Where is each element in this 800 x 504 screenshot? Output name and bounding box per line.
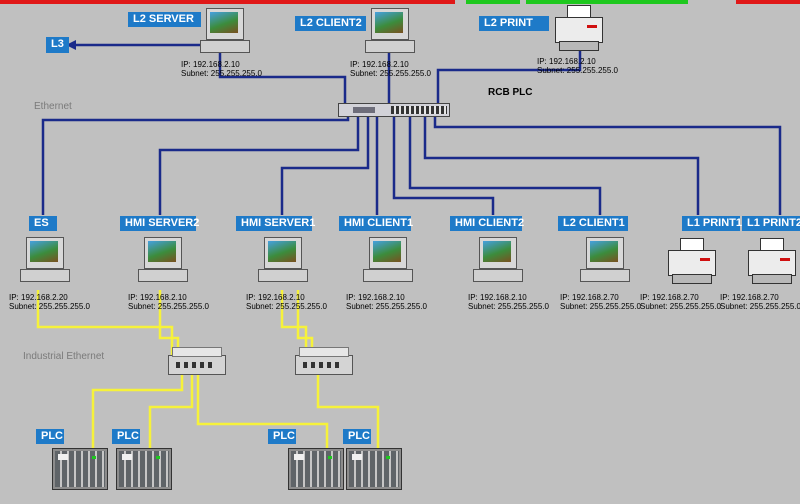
status-bar-green-2 (526, 0, 688, 4)
status-bar-red-right (736, 0, 800, 4)
plc-rack-icon[interactable] (346, 448, 402, 490)
industrial-switch[interactable] (295, 347, 353, 375)
l2-client1-ip: IP: 192.168.2.70 (560, 293, 619, 302)
hmi-server2-ip: IP: 192.168.2.10 (128, 293, 187, 302)
l2-print-label[interactable]: L2 PRINT (479, 16, 549, 31)
computer-icon[interactable] (258, 237, 308, 282)
network-switch[interactable] (338, 103, 450, 117)
industrial-ethernet-wires (36, 290, 380, 450)
status-bar-red (0, 0, 455, 4)
hmi-server1-label[interactable]: HMI SERVER1 (236, 216, 315, 231)
es-label[interactable]: ES (29, 216, 57, 231)
hmi-server2-subnet: Subnet: 255.255.255.0 (128, 302, 209, 311)
hmi-server1-subnet: Subnet: 255.255.255.0 (246, 302, 327, 311)
computer-icon[interactable] (363, 237, 413, 282)
printer-icon[interactable] (748, 238, 796, 284)
l2-client1-label[interactable]: L2 CLIENT1 (558, 216, 628, 231)
computer-screen (210, 12, 238, 33)
l2-server-label[interactable]: L2 SERVER (128, 12, 201, 27)
plc-label[interactable]: PLC (268, 429, 296, 444)
plc-label[interactable]: PLC (36, 429, 64, 444)
l2-server-subnet: Subnet: 255.255.255.0 (181, 69, 262, 78)
computer-screen (590, 241, 618, 262)
l2-print-subnet: Subnet: 255.255.255.0 (537, 66, 618, 75)
l1-print1-subnet: Subnet: 255.255.255.0 (640, 302, 721, 311)
switch-title: RCB PLC (488, 87, 533, 98)
l1-print1-label[interactable]: L1 PRINT1 (682, 216, 742, 231)
l2-print-ip: IP: 192.168.2.10 (537, 57, 596, 66)
hmi-client2-label[interactable]: HMI CLIENT2 (450, 216, 524, 231)
computer-icon[interactable] (200, 8, 250, 53)
l1-print2-label[interactable]: L1 PRINT2 (742, 216, 800, 231)
hmi-client1-subnet: Subnet: 255.255.255.0 (346, 302, 427, 311)
computer-icon[interactable] (580, 237, 630, 282)
hmi-server2-label[interactable]: HMI SERVER2 (120, 216, 199, 231)
industrial-switch[interactable] (168, 347, 226, 375)
l2-client2-ip: IP: 192.168.2.10 (350, 60, 409, 69)
hmi-client2-subnet: Subnet: 255.255.255.0 (468, 302, 549, 311)
switch-ports-icon (391, 106, 447, 114)
computer-screen (375, 12, 403, 33)
computer-screen (373, 241, 401, 262)
l1-print2-ip: IP: 192.168.2.70 (720, 293, 779, 302)
plc-rack-icon[interactable] (52, 448, 108, 490)
hmi-server1-ip: IP: 192.168.2.10 (246, 293, 305, 302)
computer-icon[interactable] (20, 237, 70, 282)
es-subnet: Subnet: 255.255.255.0 (9, 302, 90, 311)
computer-icon[interactable] (138, 237, 188, 282)
computer-screen (148, 241, 176, 262)
l3-label[interactable]: L3 (46, 37, 69, 53)
plc-rack-icon[interactable] (288, 448, 344, 490)
hmi-client1-ip: IP: 192.168.2.10 (346, 293, 405, 302)
es-ip: IP: 192.168.2.20 (9, 293, 68, 302)
l1-print2-subnet: Subnet: 255.255.255.0 (720, 302, 800, 311)
computer-screen (268, 241, 296, 262)
computer-screen (483, 241, 511, 262)
switch-port-leds (176, 362, 216, 368)
plc-label[interactable]: PLC (343, 429, 371, 444)
ethernet-section-label: Ethernet (34, 101, 72, 112)
plc-rack-icon[interactable] (116, 448, 172, 490)
computer-icon[interactable] (473, 237, 523, 282)
l2-client2-label[interactable]: L2 CLIENT2 (295, 16, 366, 31)
l2-client2-subnet: Subnet: 255.255.255.0 (350, 69, 431, 78)
l1-print1-ip: IP: 192.168.2.70 (640, 293, 699, 302)
l2-server-ip: IP: 192.168.2.10 (181, 60, 240, 69)
plc-label[interactable]: PLC (112, 429, 140, 444)
switch-port-leds (303, 362, 343, 368)
printer-icon[interactable] (555, 5, 603, 51)
arrow-left-icon (66, 40, 76, 50)
status-bar-green-1 (466, 0, 520, 4)
computer-screen (30, 241, 58, 262)
industrial-ethernet-section-label: Industrial Ethernet (23, 351, 105, 362)
switch-status-led (353, 107, 375, 113)
printer-icon[interactable] (668, 238, 716, 284)
l2-client1-subnet: Subnet: 255.255.255.0 (560, 302, 641, 311)
hmi-client1-label[interactable]: HMI CLIENT1 (339, 216, 413, 231)
hmi-client2-ip: IP: 192.168.2.10 (468, 293, 527, 302)
computer-icon[interactable] (365, 8, 415, 53)
